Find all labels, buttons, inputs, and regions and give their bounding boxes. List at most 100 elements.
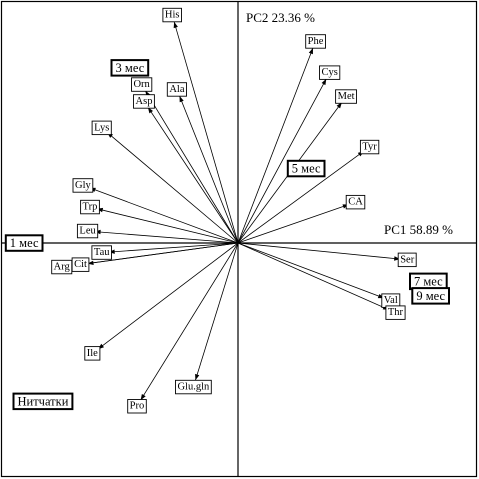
variable-label-pro-text: Pro (130, 401, 145, 412)
sample-2-label: 5 мес (286, 159, 326, 178)
variable-label-asp: Asp (133, 94, 155, 109)
sample-3-label-box (4, 234, 44, 252)
arrow-tyr (237, 150, 365, 244)
arrow-ala (179, 95, 239, 244)
sample-2-label-box (286, 159, 326, 178)
variable-label-lys-box (91, 120, 112, 136)
variable-label-tyr-box (359, 139, 380, 155)
sample-6-label-text: Нитчатки (17, 394, 68, 408)
sample-1-label-text: 3 мес (116, 61, 145, 75)
variable-label-trp-box (80, 199, 100, 215)
variable-label-ile-box (84, 346, 101, 361)
variable-label-gly: Gly (72, 178, 94, 193)
arrow-tau (108, 242, 239, 253)
variable-label-arg-text: Arg (54, 262, 71, 273)
variable-label-ser-box (397, 252, 417, 268)
arrow-ser (237, 242, 401, 260)
arrow-thr (237, 242, 390, 311)
variable-label-gly-box (72, 178, 94, 193)
variable-label-tyr: Tyr (359, 139, 380, 155)
arrow-his (173, 21, 239, 244)
sample-4-label-text: 7 мес (414, 274, 443, 288)
arrow-pro (140, 242, 239, 401)
sample-4-label: 7 мес (409, 272, 448, 291)
variable-label-pro-box (127, 399, 147, 414)
arrow-glu-gln (195, 242, 239, 381)
variable-label-tyr-text: Tyr (362, 142, 377, 153)
arrowhead-glu-gln (195, 373, 200, 381)
variable-label-his-text: His (165, 10, 180, 21)
pc1-axis-label: PC1 58.89 % (384, 222, 453, 237)
variable-label-val-text: Val (384, 295, 398, 306)
variable-label-arg-box (51, 259, 73, 275)
arrow-lys (106, 131, 239, 244)
variable-label-ser-text: Ser (400, 254, 415, 265)
arrow-cys (237, 78, 327, 244)
arrowhead-ser (394, 256, 401, 261)
arrowhead-ala (179, 95, 184, 103)
variable-label-lys: Lys (91, 120, 112, 136)
arrowhead-pro (140, 394, 146, 401)
variable-label-his-box (162, 7, 182, 23)
variable-label-ser: Ser (397, 252, 417, 268)
variable-label-thr: Thr (385, 305, 406, 320)
arrow-phe (237, 47, 314, 244)
arrow-trp (96, 208, 239, 244)
sample-5-label-box (411, 287, 450, 305)
sample-6-label-box (12, 392, 74, 411)
sample-3-label: 1 мес (4, 234, 44, 252)
variable-label-cys-box (319, 65, 341, 80)
arrowhead-asp (147, 107, 153, 114)
sample-3-label-text: 1 мес (10, 236, 39, 250)
arrow-val (237, 242, 385, 299)
variable-label-tau-text: Tau (94, 247, 110, 258)
variable-label-leu-text: Leu (79, 226, 96, 237)
variable-label-val: Val (381, 293, 401, 308)
variable-label-met: Met (335, 89, 357, 104)
variable-label-phe-text: Phe (308, 36, 324, 47)
variable-label-phe-box (305, 34, 326, 49)
arrowhead-his (173, 21, 178, 29)
pc2-axis-label: PC2 23.36 % (246, 10, 315, 25)
variable-label-arg: Arg (51, 259, 73, 275)
variable-label-cys: Cys (319, 65, 341, 80)
variable-label-asp-box (133, 94, 155, 109)
variable-label-thr-text: Thr (388, 307, 404, 318)
variable-label-leu-box (76, 223, 99, 239)
arrow-leu (94, 231, 239, 244)
variable-label-orn-box (131, 77, 153, 92)
sample-6-label: Нитчатки (12, 392, 74, 411)
arrowhead-cys (321, 78, 327, 86)
variable-label-ala: Ala (166, 82, 187, 97)
variable-label-tau-box (91, 245, 112, 260)
variable-label-ca: CA (345, 194, 366, 210)
variable-label-phe: Phe (305, 34, 326, 49)
variable-label-orn-text: Orn (133, 79, 150, 90)
variable-label-ala-box (166, 82, 187, 97)
arrow-arg (68, 242, 239, 267)
variable-label-cys-text: Cys (321, 67, 337, 78)
variable-label-met-box (335, 89, 357, 104)
variable-label-trp: Trp (80, 199, 100, 215)
variable-label-pro: Pro (127, 399, 147, 414)
arrow-ile (97, 242, 239, 350)
sample-5-label: 9 мес (411, 287, 450, 305)
variable-label-thr-box (385, 305, 406, 320)
variable-label-ca-text: CA (348, 197, 363, 208)
variable-label-his: His (162, 7, 182, 23)
arrow-orn (144, 90, 239, 244)
sample-1-label-box (110, 59, 150, 77)
arrow-ca (237, 204, 350, 244)
variable-label-glu-gln-text: Glu.gln (177, 382, 210, 393)
variable-label-cit: Cit (71, 257, 90, 272)
variable-label-lys-text: Lys (94, 122, 109, 133)
variable-label-ile: Ile (84, 346, 101, 361)
arrowhead-phe (308, 47, 313, 55)
arrow-gly (89, 187, 239, 244)
sample-5-label-text: 9 мес (416, 289, 445, 303)
variable-label-orn: Orn (131, 77, 153, 92)
